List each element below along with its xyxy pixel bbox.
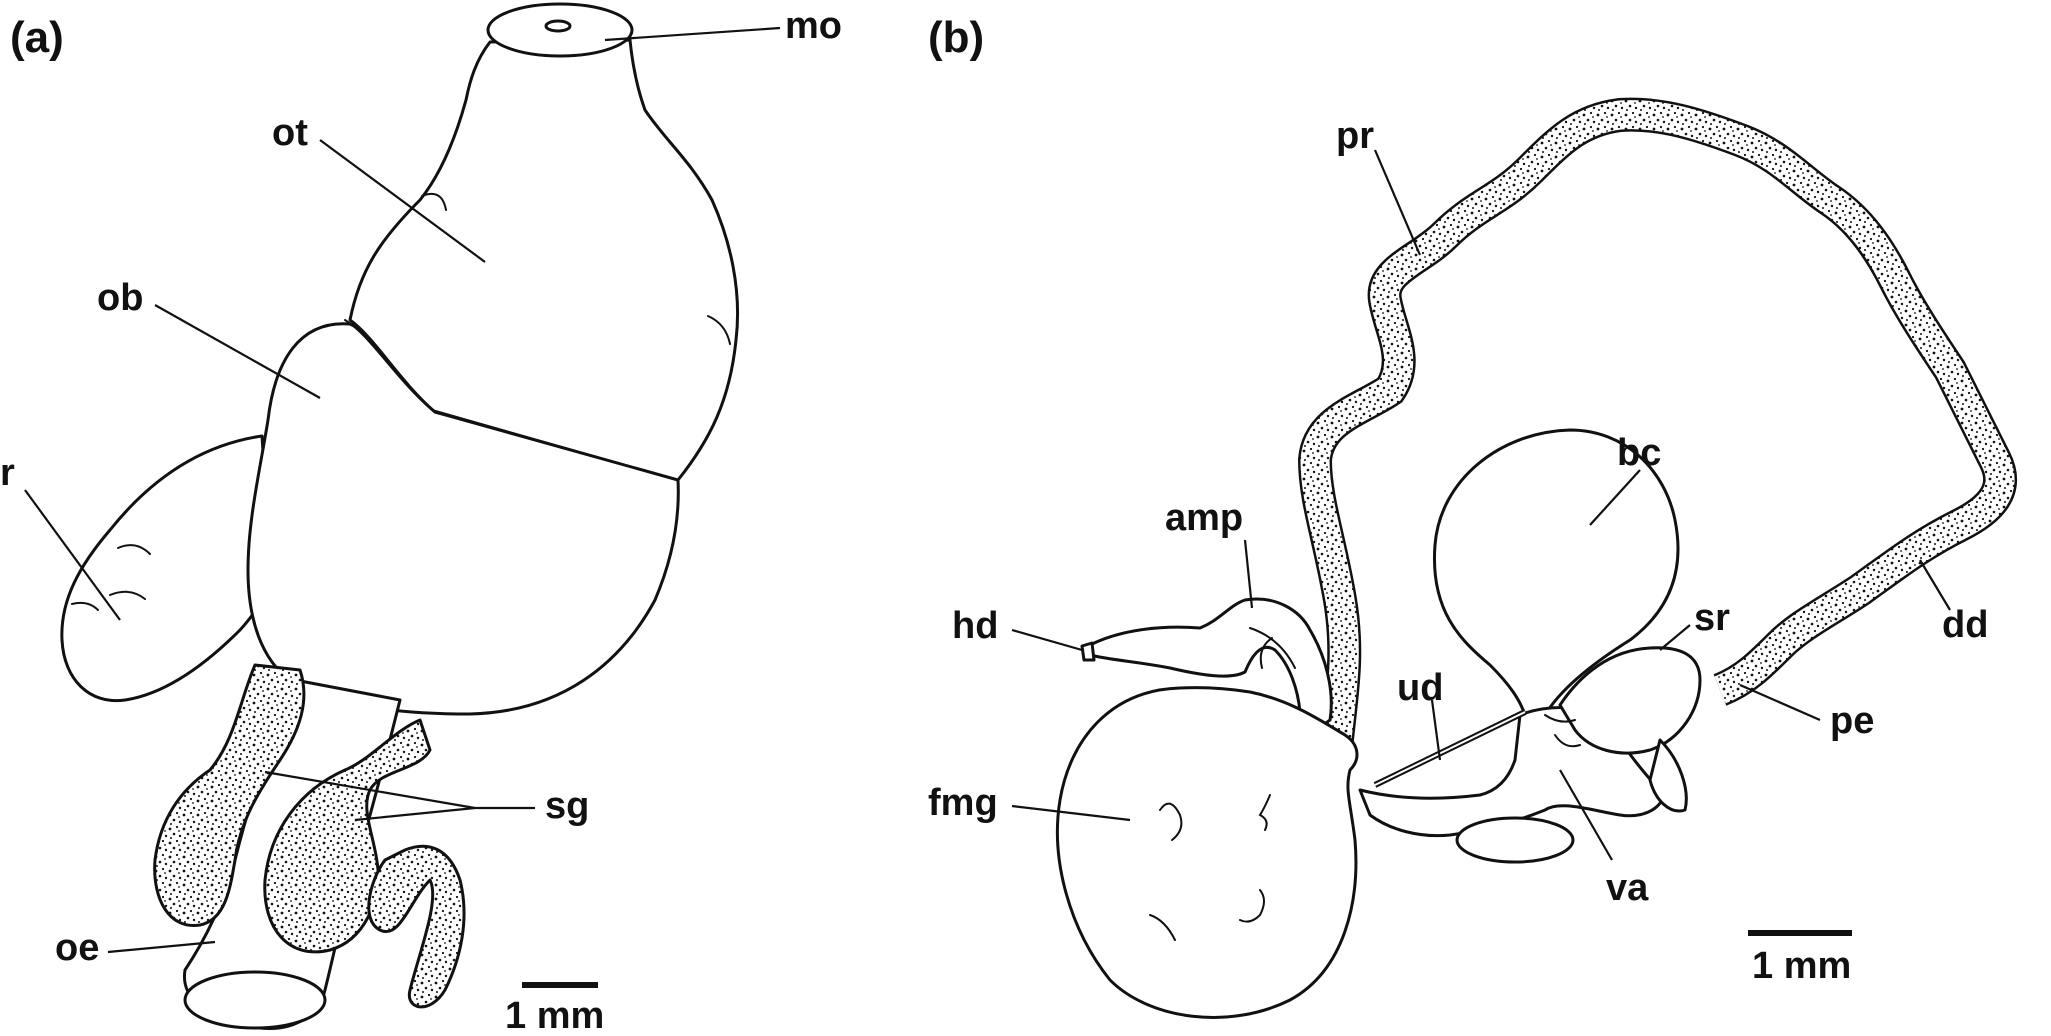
panel-b: (b) pr: [928, 13, 2017, 1019]
leader-hd: [1011, 628, 1083, 652]
panel-b-label: (b): [928, 13, 984, 62]
leader-va: [1559, 769, 1613, 861]
scale-label-b: 1 mm: [1752, 945, 1851, 987]
salivary-gland-loop: [367, 844, 466, 1009]
leader-pr: [1373, 149, 1422, 256]
label-ud: ud: [1397, 667, 1443, 709]
prostate-duct-stipple: [1300, 100, 2015, 762]
leader-ud: [1430, 699, 1442, 761]
oesophagus-end: [183, 970, 327, 1030]
panel-a-label: (a): [10, 13, 64, 62]
leader-sg-2: [354, 806, 476, 822]
panel-a: (a) mo ot ob r sg oe: [0, 2, 842, 1036]
ampulla-inner: [1249, 627, 1296, 669]
rectum-detail: [71, 544, 151, 611]
leader-fmg: [1011, 804, 1131, 822]
salivary-gland-left: [153, 663, 306, 928]
label-sr: sr: [1694, 597, 1730, 639]
ot-ob-junction-line: [344, 319, 679, 481]
leader-ob: [154, 304, 321, 399]
leader-amp: [1243, 539, 1254, 609]
leader-sr: [1659, 624, 1691, 651]
leader-bc: [1589, 469, 1641, 526]
vagina-lobe: [1455, 816, 1575, 864]
leader-mo: [604, 26, 781, 42]
label-r: r: [0, 452, 15, 494]
leader-r: [24, 489, 121, 621]
seminal-receptacle-shape: [1558, 646, 1702, 755]
scale-label-a: 1 mm: [505, 995, 604, 1036]
label-pr: pr: [1336, 115, 1374, 157]
label-fmg: fmg: [928, 782, 998, 824]
leader-ot: [319, 139, 486, 263]
uterine-duct-inner: [1374, 711, 1526, 786]
mouth-opening: [544, 19, 572, 33]
oral-tube-detail: [421, 192, 731, 345]
label-sg: sg: [545, 785, 589, 827]
label-va: va: [1606, 867, 1649, 909]
label-pe: pe: [1830, 700, 1874, 742]
fmg-detail: [1149, 794, 1271, 941]
label-mo: mo: [785, 5, 842, 47]
penis-shape: [1648, 738, 1688, 813]
sr-detail: [1544, 714, 1581, 748]
leader-pe: [1739, 683, 1821, 722]
female-mucous-gland-shape: [1056, 686, 1359, 1019]
leader-dd: [1919, 559, 1951, 611]
label-hd: hd: [952, 605, 998, 647]
label-bc: bc: [1617, 432, 1661, 474]
leader-sg-1: [264, 770, 476, 810]
label-oe: oe: [55, 927, 99, 969]
leader-oe: [107, 940, 216, 954]
hermaphrodite-duct-tip: [1080, 641, 1096, 662]
rectum-shape: [60, 434, 273, 703]
label-ot: ot: [272, 112, 308, 154]
label-dd: dd: [1942, 604, 1988, 646]
label-amp: amp: [1165, 497, 1243, 539]
label-ob: ob: [97, 277, 143, 319]
